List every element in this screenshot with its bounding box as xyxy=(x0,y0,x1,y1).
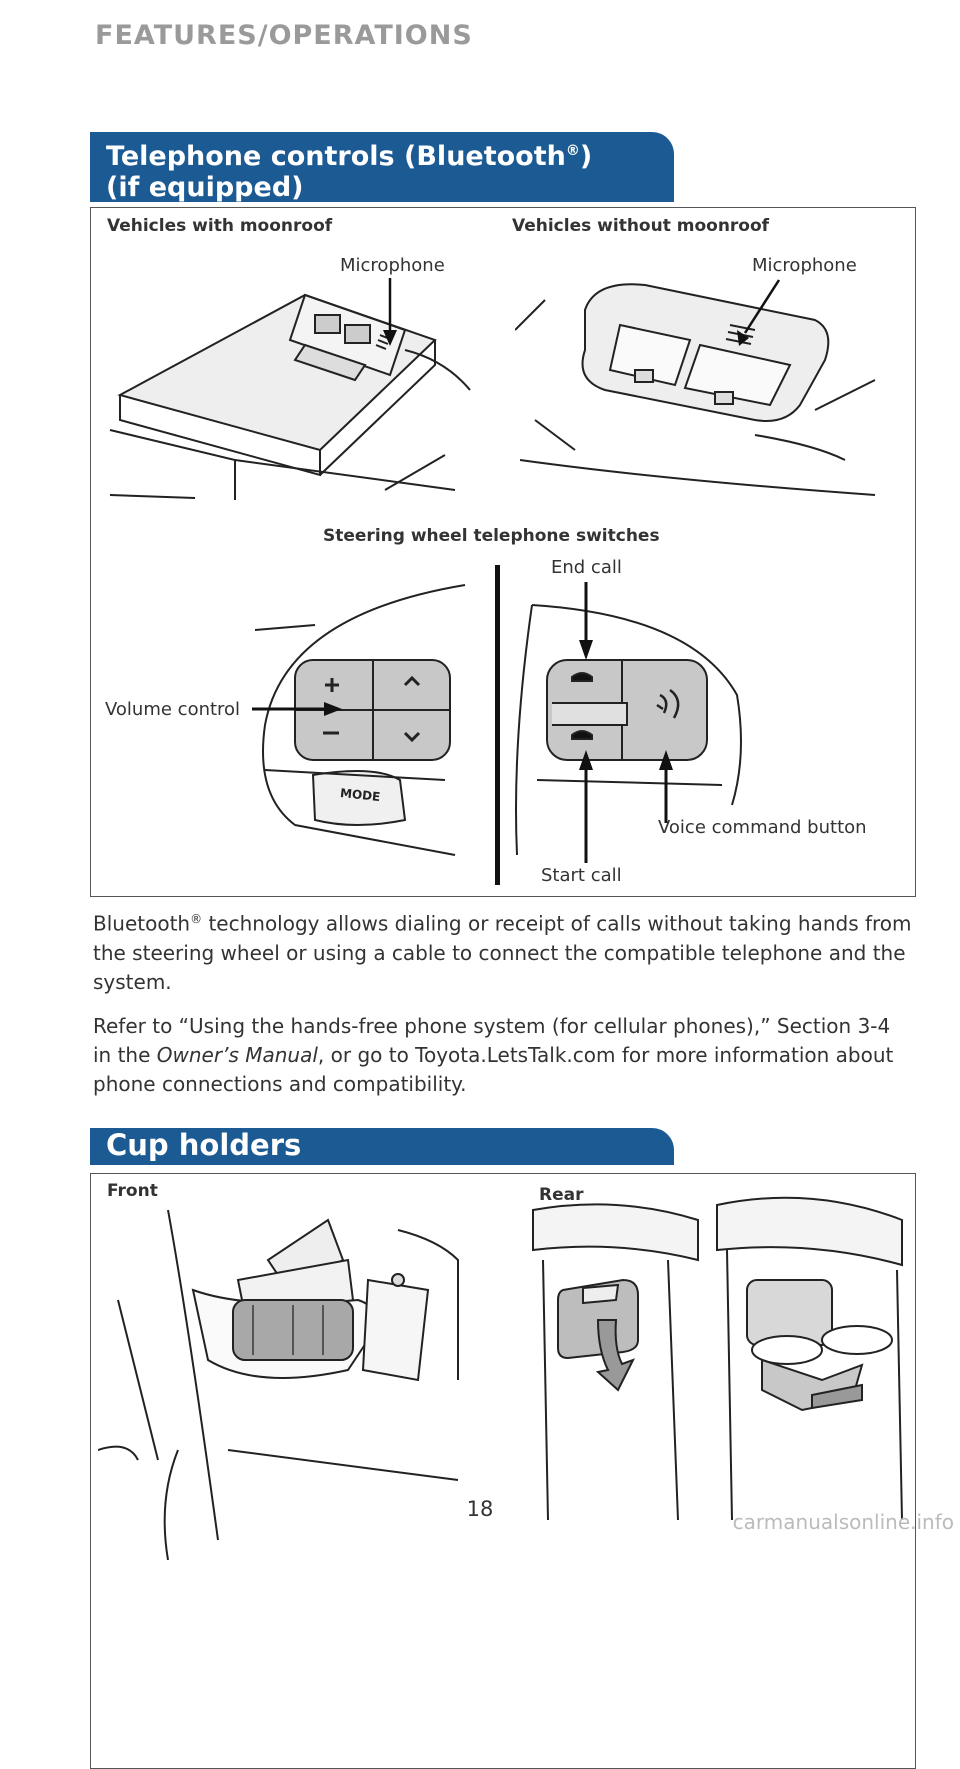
label-end-call: End call xyxy=(551,557,622,578)
page-number: 18 xyxy=(466,1497,494,1521)
front-cup-holder-illustration xyxy=(98,1209,459,1560)
end-call-pointer xyxy=(579,582,593,660)
label-front: Front xyxy=(107,1181,158,1201)
microphone-pointer-right xyxy=(737,279,781,346)
voice-command-pointer xyxy=(659,750,673,823)
watermark: carmanualsonline.info xyxy=(732,1510,954,1534)
cup-holders-banner: Cup holders xyxy=(90,1128,674,1165)
body-text: Bluetooth® technology allows dialing or … xyxy=(93,905,913,1114)
telephone-title-line1: Telephone controls (Bluetooth®) xyxy=(106,141,593,172)
cup-holders-title: Cup holders xyxy=(106,1128,302,1162)
no-moonroof-console-illustration xyxy=(515,283,876,496)
steering-right-switch-illustration xyxy=(515,604,742,856)
telephone-section-banner: Telephone controls (Bluetooth®) (if equi… xyxy=(90,132,674,203)
section-header: FEATURES/OPERATIONS xyxy=(95,20,473,51)
steering-left-switch-illustration xyxy=(255,584,466,856)
rear-cup-holder-open-illustration xyxy=(716,1196,903,1521)
label-voice-command: Voice command button xyxy=(658,817,867,838)
label-rear: Rear xyxy=(539,1185,584,1205)
label-microphone-right: Microphone xyxy=(752,255,857,276)
moonroof-console-illustration xyxy=(109,293,471,500)
paragraph-refer: Refer to “Using the hands-free phone sys… xyxy=(93,1013,894,1096)
label-start-call: Start call xyxy=(541,865,622,886)
rear-cup-holder-closed-illustration xyxy=(532,1203,699,1521)
start-call-pointer xyxy=(579,750,593,863)
paragraph-bluetooth: Bluetooth® technology allows dialing or … xyxy=(93,911,912,994)
label-with-moonroof: Vehicles with moonroof xyxy=(107,216,333,236)
label-steering-switches: Steering wheel telephone switches xyxy=(323,526,660,546)
telephone-title-line2: (if equipped) xyxy=(106,172,304,203)
label-volume-control: Volume control xyxy=(105,699,241,720)
volume-control-pointer xyxy=(252,702,342,716)
label-microphone-left: Microphone xyxy=(340,255,445,276)
center-divider xyxy=(495,565,500,885)
microphone-pointer-left xyxy=(383,278,397,346)
label-without-moonroof: Vehicles without moonroof xyxy=(512,216,770,236)
